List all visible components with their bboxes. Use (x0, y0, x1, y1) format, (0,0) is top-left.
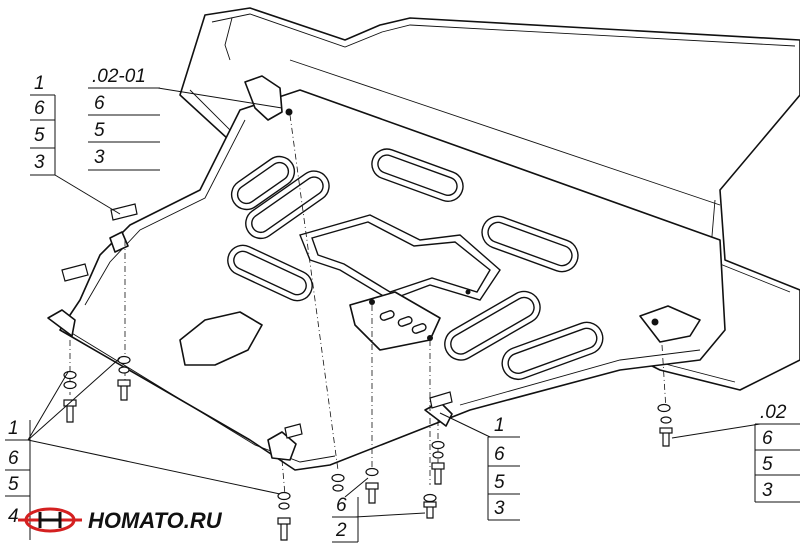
callout-top-center-row-1: 6 (94, 93, 105, 114)
callout-bottom-left-row-4: 4 (8, 506, 19, 527)
callout-top-left: 1 6 5 3 (30, 73, 56, 176)
stamped-dent (179, 311, 263, 366)
callout-bottom-left-row-3: 5 (8, 474, 19, 495)
callout-right-row-1: 6 (762, 428, 773, 449)
leader-lines (27, 87, 761, 518)
watermark-text: HOMATO.RU (88, 508, 223, 533)
callout-bottom-left-row-1: 1 (8, 418, 19, 439)
callout-top-left-row-2: 6 (34, 98, 45, 119)
callout-top-center-title: .02-01 (92, 66, 146, 87)
mounting-brackets (47, 75, 701, 461)
callout-bottom-right-row-1: 1 (494, 415, 505, 436)
callout-top-left-row-4: 3 (34, 152, 45, 173)
callout-top-center: .02-01 6 5 3 (88, 66, 160, 171)
callout-bottom-right-row-4: 3 (494, 498, 505, 519)
fasteners (63, 355, 673, 541)
callout-bottom-left-row-2: 6 (8, 448, 19, 469)
callout-bottom-mid-row-2: 2 (335, 520, 347, 541)
callout-bottom-right-row-2: 6 (494, 444, 505, 465)
callout-top-center-row-3: 3 (94, 147, 105, 168)
callout-top-left-row-3: 5 (34, 125, 45, 146)
callout-right-title: .02 (760, 402, 787, 423)
callout-bottom-mid: 6 2 (332, 495, 359, 543)
callout-right: .02 6 5 3 (754, 402, 800, 503)
callout-right-row-3: 3 (762, 480, 773, 501)
callout-bottom-mid-row-1: 6 (336, 495, 347, 516)
callout-top-left-row-1: 1 (34, 73, 45, 94)
callout-bottom-left: 1 6 5 4 (5, 418, 31, 540)
vent-openings (227, 148, 604, 381)
homato-watermark: HOMATO.RU (18, 507, 223, 533)
callout-right-row-2: 5 (762, 454, 773, 475)
callout-top-center-row-2: 5 (94, 120, 105, 141)
callout-bottom-right: 1 6 5 3 (487, 415, 520, 521)
callout-bottom-right-row-3: 5 (494, 472, 505, 493)
main-skid-plate (59, 89, 726, 471)
